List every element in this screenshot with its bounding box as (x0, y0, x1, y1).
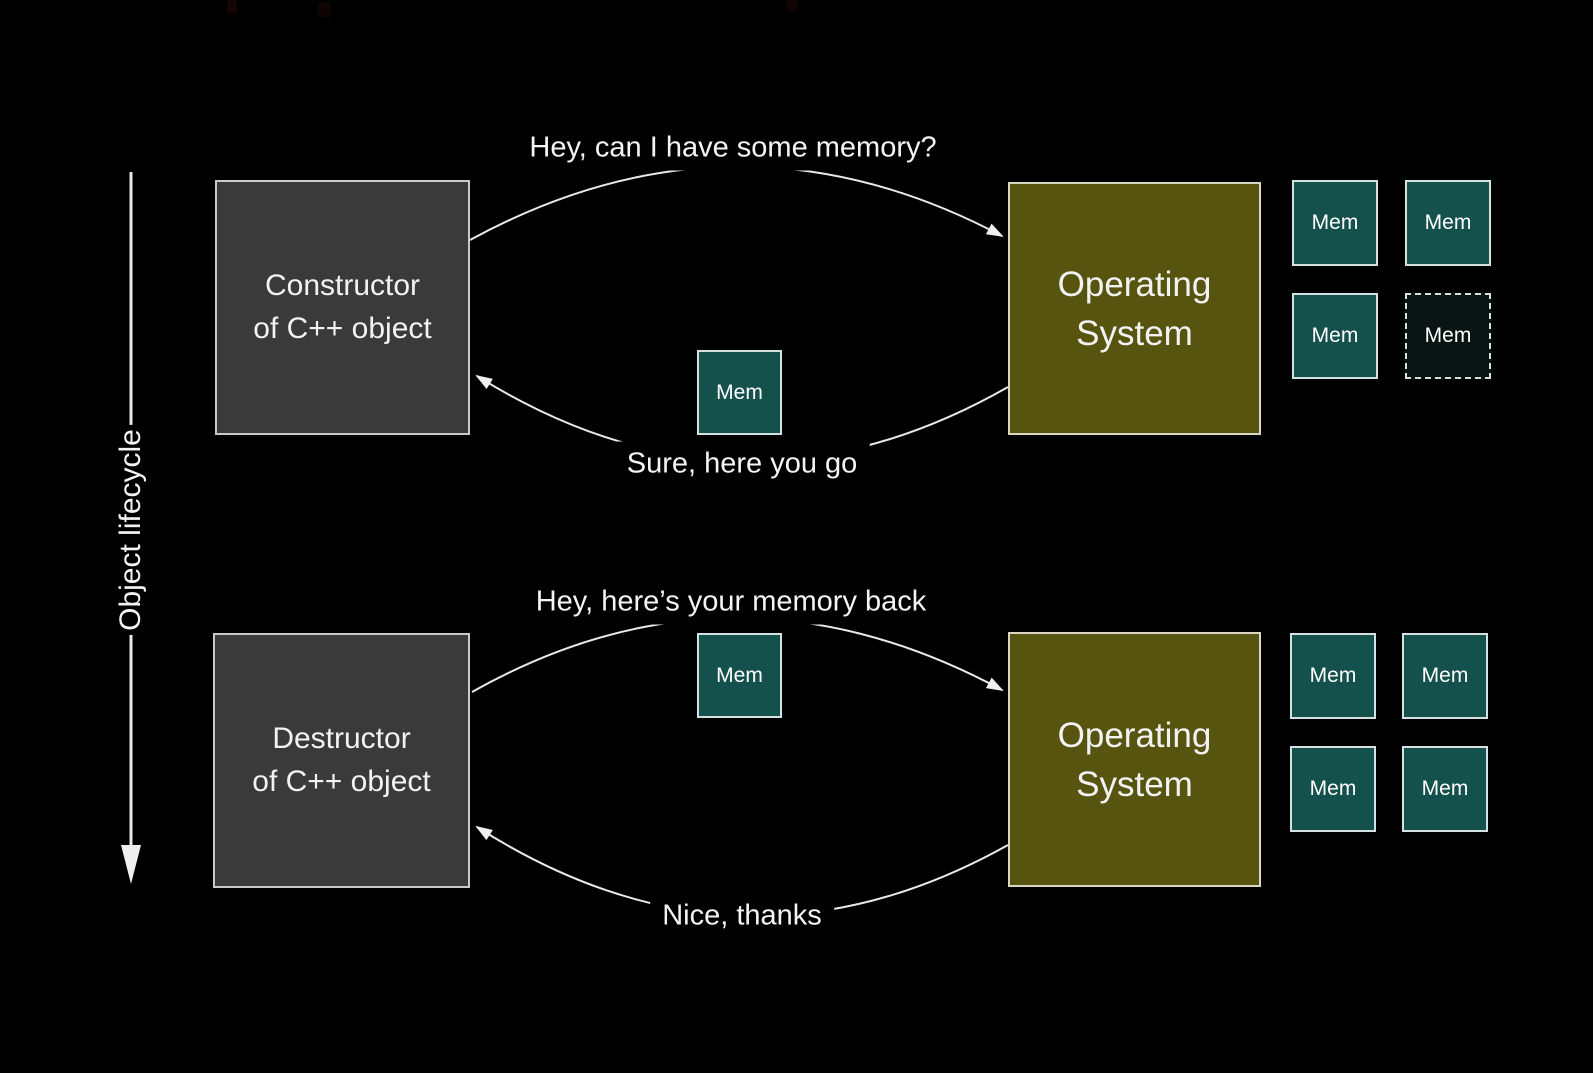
destructor-label-line1: Destructor (272, 721, 411, 755)
mem-label: Mem (1311, 324, 1359, 347)
construction-request-label: Hey, can I have some memory? (517, 125, 949, 171)
screen-artifact (227, 0, 237, 13)
destruction-response-label: Nice, thanks (650, 893, 834, 939)
os-label-line1: Operating (1057, 264, 1212, 304)
destructor-label-line2: of C++ object (252, 764, 431, 798)
screen-artifact (318, 2, 331, 17)
mem-label: Mem (1421, 664, 1469, 687)
os-label-line2: System (1076, 764, 1193, 804)
construction-request-arrow (469, 165, 1004, 241)
mem-label: Mem (1311, 211, 1359, 234)
mem-label: Mem (1421, 777, 1469, 800)
lifecycle-axis-label: Object lifecycle (114, 425, 148, 635)
destruction-request-label: Hey, here’s your memory back (523, 579, 939, 625)
mem-label: Mem (1309, 664, 1357, 687)
screen-artifact (787, 0, 797, 11)
os-label-line1: Operating (1057, 715, 1212, 755)
mem-cell: Mem (1290, 633, 1376, 719)
constructor-label-line1: Constructor (264, 268, 421, 302)
construction-response-label: Sure, here you go (614, 441, 870, 487)
mem-label: Mem (1424, 324, 1472, 347)
mem-in-transit-bottom: Mem (697, 633, 782, 718)
mem-label: Mem (1424, 211, 1472, 234)
operating-system-box-bottom: Operating System (1008, 632, 1261, 887)
destructor-box: Destructor of C++ object (213, 633, 470, 888)
constructor-box: Constructor of C++ object (215, 180, 470, 435)
mem-cell: Mem (1402, 633, 1488, 719)
constructor-label-line2: of C++ object (253, 311, 432, 345)
operating-system-box-top: Operating System (1008, 182, 1261, 435)
mem-cell: Mem (1402, 746, 1488, 832)
mem-cell: Mem (1405, 180, 1491, 266)
mem-label: Mem (716, 380, 763, 404)
os-label-line2: System (1076, 313, 1193, 353)
mem-cell: Mem (1292, 180, 1378, 266)
mem-cell: Mem (1290, 746, 1376, 832)
lifecycle-axis-arrowhead-icon (121, 845, 141, 884)
mem-cell: Mem (1292, 293, 1378, 379)
mem-cell-freed: Mem (1405, 293, 1491, 379)
mem-label: Mem (1309, 777, 1357, 800)
mem-label: Mem (716, 663, 763, 687)
mem-in-transit-top: Mem (697, 350, 782, 435)
